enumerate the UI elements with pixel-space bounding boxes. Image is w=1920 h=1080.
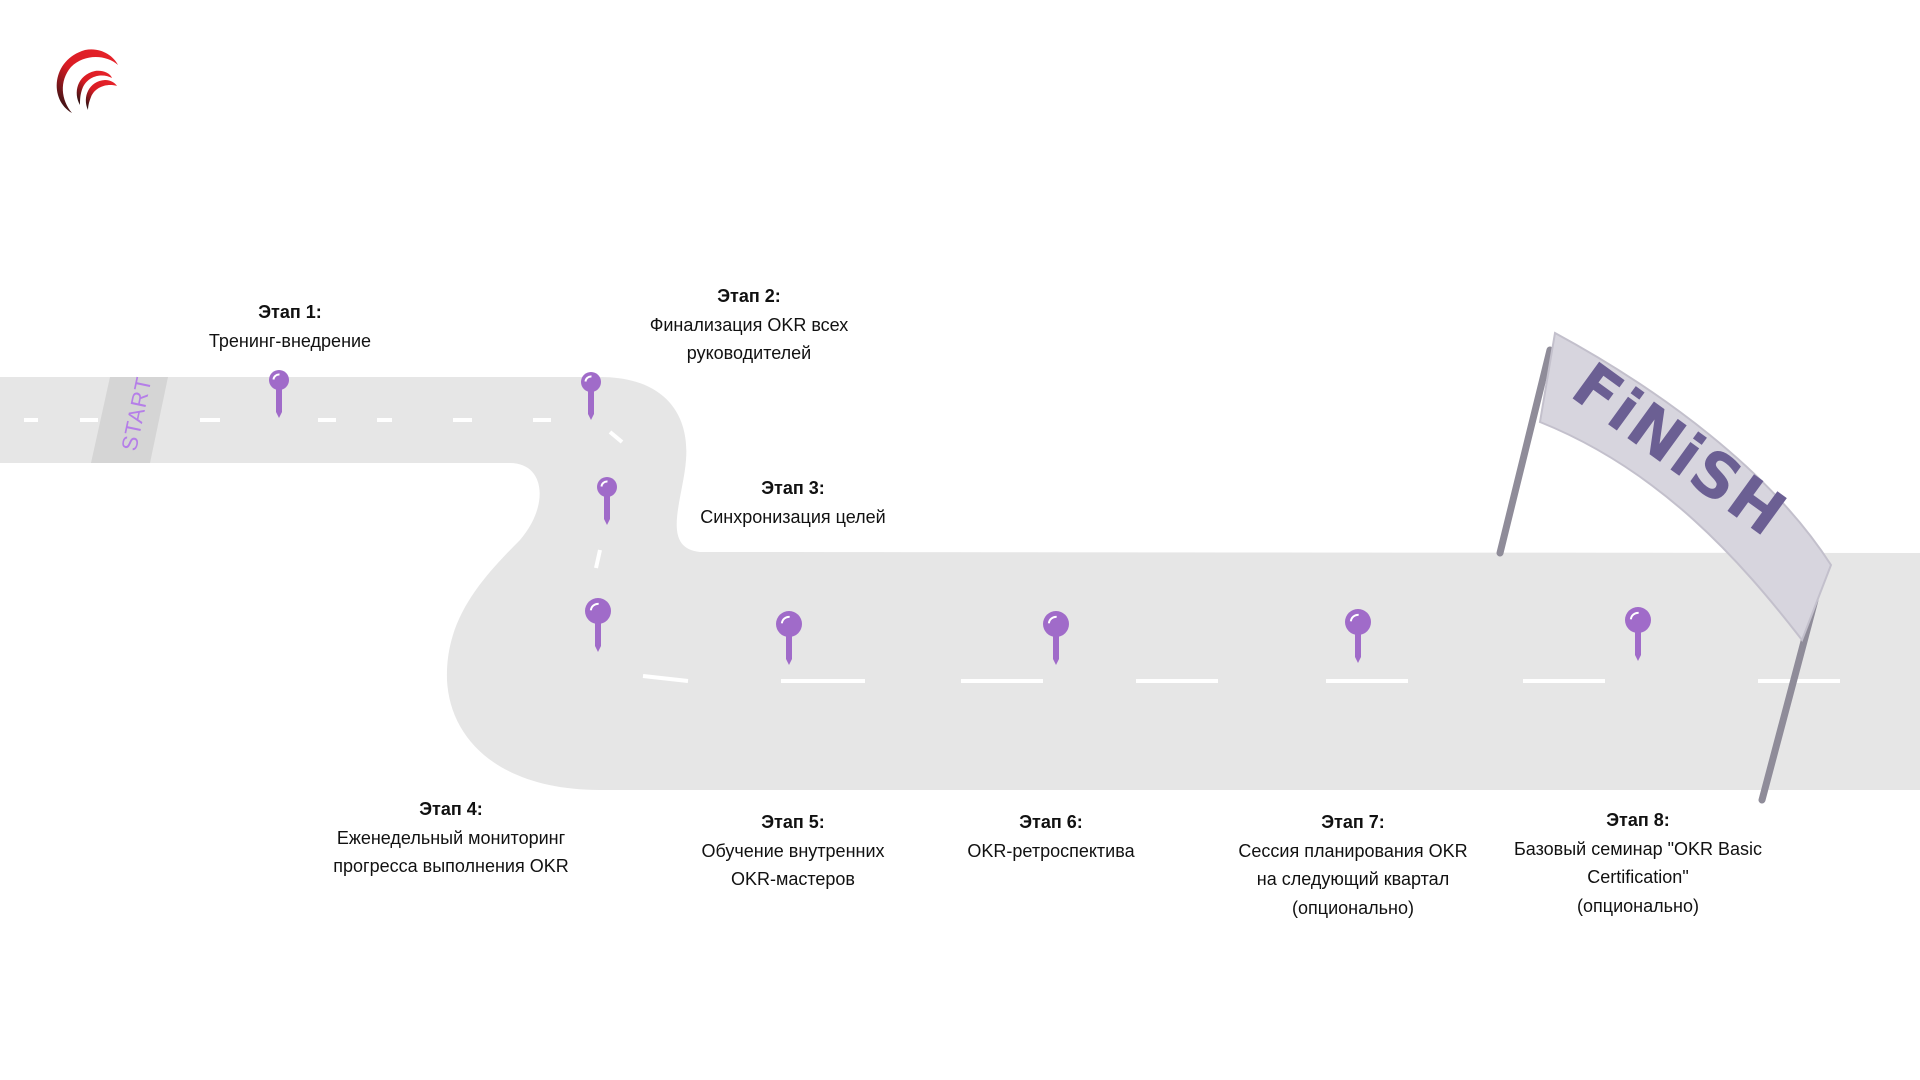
stage-label: Этап 6: OKR-ретроспектива: [967, 808, 1134, 865]
road-dashes: [24, 418, 1840, 683]
stage-description: OKR-мастеров: [730, 869, 856, 889]
stage-description: (опционально): [1577, 895, 1699, 916]
stage-description: Тренинг-внедрение: [208, 330, 372, 351]
company-logo: [45, 45, 125, 130]
stage-label: Этап 2: Финализация OKR всех руководителей: [650, 282, 849, 368]
stage-title: Этап 1:: [258, 302, 322, 322]
stage-pins: [269, 370, 1651, 665]
stage-description: прогресса выполнения OKR: [333, 856, 569, 876]
stage-title: Этап 6:: [1019, 812, 1083, 832]
stage-description: Еженедельный мониторинг: [336, 827, 566, 848]
pin-icon: [581, 372, 601, 420]
pin-icon: [776, 611, 802, 665]
stage-description: Синхронизация целей: [700, 506, 886, 527]
stage-label: Этап 1: Тренинг-внедрение: [209, 298, 371, 355]
stage-description: руководителей: [686, 343, 812, 363]
finish-pole-right: [1758, 596, 1819, 804]
stage-description: Финализация OKR всех: [649, 314, 849, 335]
stage-description: OKR-ретроспектива: [967, 840, 1135, 861]
stage-title: Этап 4:: [419, 799, 483, 819]
stage-label: Этап 3: Синхронизация целей: [700, 474, 885, 531]
stage-label: Этап 4: Еженедельный мониторинг прогресса …: [333, 795, 568, 881]
stage-label: Этап 7: Сессия планирования OKR на следующ…: [1238, 808, 1467, 922]
stage-description: на следующий квартал: [1256, 869, 1450, 889]
finish-pole-left: [1496, 346, 1554, 557]
pin-icon: [1625, 607, 1651, 661]
finish-label: FiNiSH: [1559, 348, 1800, 551]
pin-icon: [269, 370, 289, 418]
stage-title: Этап 7:: [1321, 812, 1385, 832]
stage-title: Этап 2:: [717, 286, 781, 306]
pin-icon: [1043, 611, 1069, 665]
stage-description: Базовый семинар "OKR Basic: [1513, 838, 1763, 859]
start-line: START: [91, 374, 168, 463]
pin-icon: [1345, 609, 1371, 663]
stage-description: Certification": [1587, 867, 1689, 887]
stage-description: Сессия планирования OKR: [1238, 840, 1468, 861]
road: [0, 377, 1920, 790]
pin-icon: [597, 477, 617, 525]
stage-description: Обучение внутренних: [701, 840, 885, 861]
stage-title: Этап 5:: [761, 812, 825, 832]
stage-description: (опционально): [1292, 897, 1414, 918]
stage-title: Этап 8:: [1606, 810, 1670, 830]
stage-title: Этап 3:: [761, 478, 825, 498]
pin-icon: [585, 598, 611, 652]
